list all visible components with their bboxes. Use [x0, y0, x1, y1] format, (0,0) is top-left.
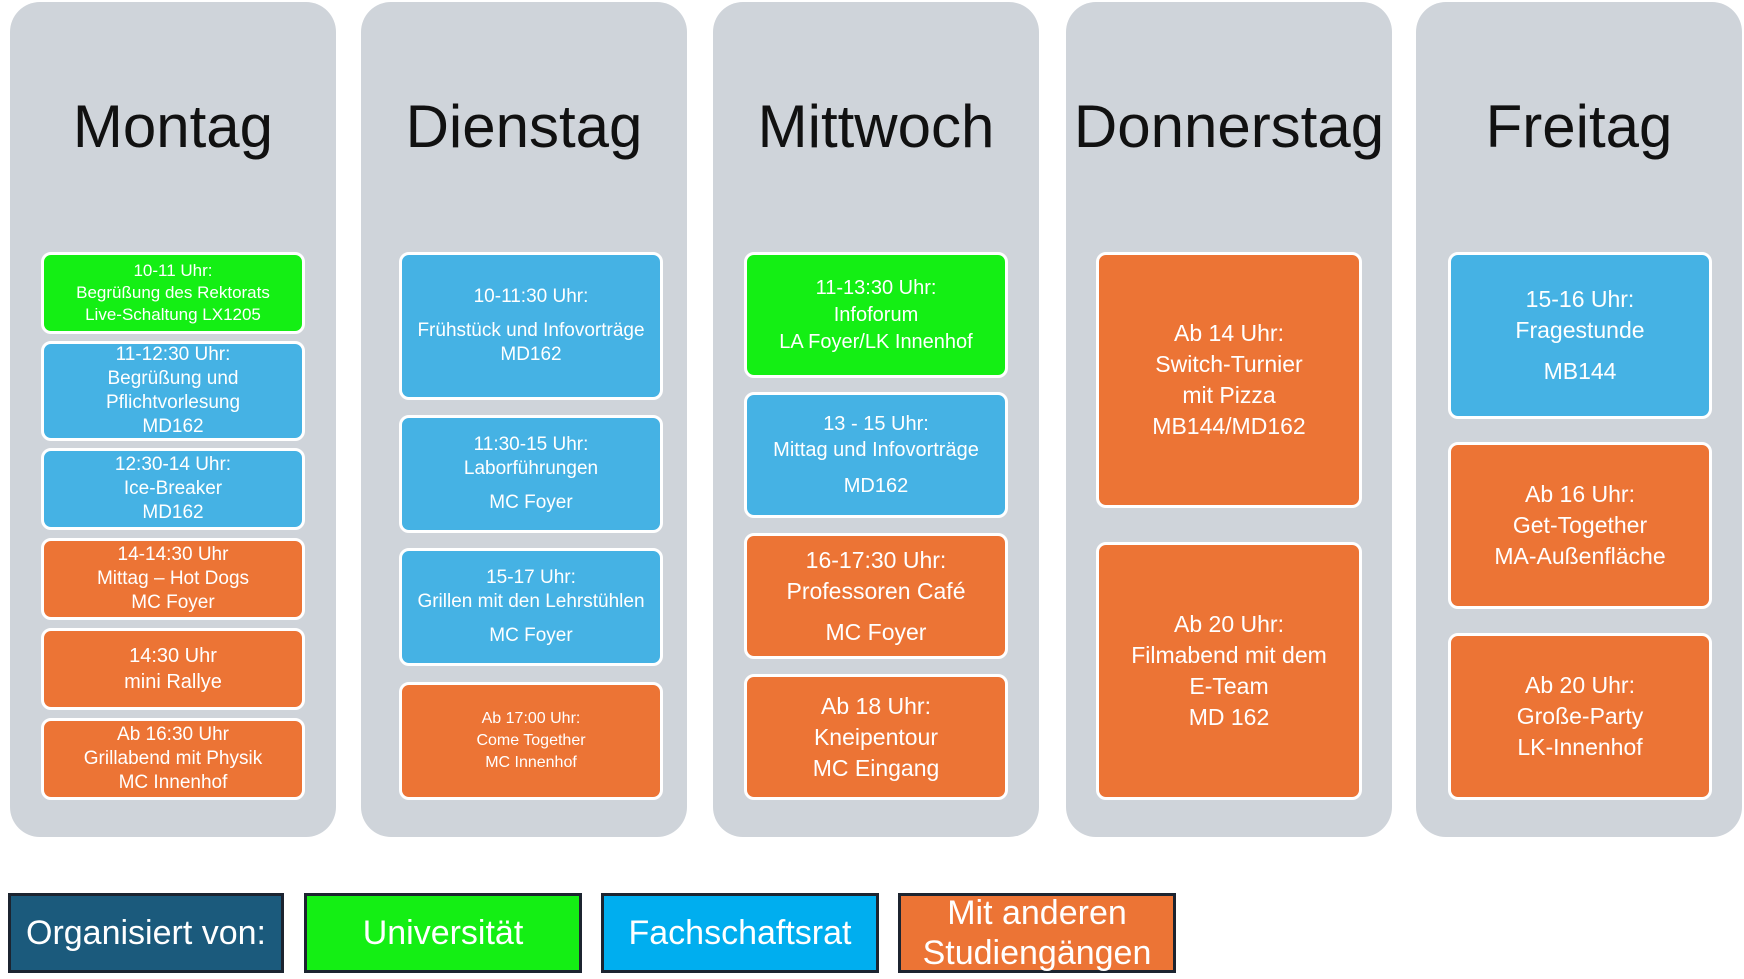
event-line: 14-14:30 Uhr: [117, 544, 229, 565]
event-line: Ab 14 Uhr:: [1174, 320, 1284, 346]
event-line: Mittag und Infovorträge: [773, 439, 979, 461]
event-card: 14:30 Uhr mini Rallye: [41, 628, 305, 710]
event-card: Ab 18 Uhr: Kneipentour MC Eingang: [744, 674, 1008, 800]
legend-other-programs: Mit anderen Studiengängen: [898, 893, 1176, 973]
event-line: Ab 17:00 Uhr:: [481, 710, 581, 727]
day-title: Montag: [72, 93, 274, 160]
event-line: Grillabend mit Physik: [83, 748, 263, 769]
event-line: LA Foyer/LK Innenhof: [779, 330, 973, 353]
event-line: MD162: [142, 502, 204, 523]
event-line: MC Foyer: [825, 618, 927, 645]
day-title: Freitag: [1485, 93, 1673, 160]
event-line: 10-11 Uhr:: [133, 261, 213, 280]
event-card: Ab 17:00 Uhr: Come Together MC Innenhof: [399, 682, 663, 800]
event-line: Kneipentour: [813, 723, 939, 750]
event-line: Pflichtvorlesung: [105, 392, 241, 413]
day-column-donnerstag: Donnerstag Ab 14 Uhr: Switch-Turnier mit P…: [1066, 2, 1392, 837]
event-line: Live-Schaltung LX1205: [85, 305, 261, 324]
day-column-dienstag: Dienstag 10-11:30 Uhr: Frühstück und Info…: [361, 2, 687, 837]
event-line: MC Foyer: [489, 625, 573, 646]
event-line: Ab 20 Uhr:: [1525, 672, 1635, 698]
legend-label-text: Organisiert von:: [26, 914, 266, 952]
event-line: 10-11:30 Uhr:: [473, 286, 589, 307]
legend-student-council-text: Fachschaftsrat: [628, 914, 852, 952]
day-column-mittwoch: Mittwoch 11-13:30 Uhr: Infoforum LA Foyer/…: [713, 2, 1039, 837]
day-title: Mittwoch: [757, 93, 995, 160]
event-line: Ab 20 Uhr:: [1174, 611, 1284, 637]
event-line: Begrüßung und: [107, 368, 239, 389]
event-line: MD162: [142, 416, 204, 437]
event-line: MC Foyer: [489, 492, 573, 513]
legend-student-council: Fachschaftsrat: [601, 893, 879, 973]
event-line: LK-Innenhof: [1517, 734, 1643, 760]
event-line: MA-Außenfläche: [1494, 543, 1666, 569]
event-line: 16-17:30 Uhr:: [805, 546, 947, 573]
day-title: Dienstag: [405, 93, 643, 160]
event-line: 12:30-14 Uhr:: [114, 454, 232, 475]
event-line: E-Team: [1189, 673, 1269, 699]
event-line: Come Together: [476, 732, 586, 749]
event-line: Laborführungen: [463, 458, 599, 479]
event-line: Ab 18 Uhr:: [821, 692, 931, 719]
event-line: 15-16 Uhr:: [1525, 286, 1635, 312]
day-title: Donnerstag: [1073, 93, 1385, 160]
legend-university: Universität: [304, 893, 582, 973]
event-line: Ab 16:30 Uhr: [117, 724, 229, 745]
event-line: Ice-Breaker: [123, 478, 223, 499]
event-line: MD162: [843, 475, 909, 497]
event-card: 16-17:30 Uhr: Professoren Café MC Foyer: [744, 533, 1008, 659]
event-line: Große-Party: [1516, 703, 1644, 729]
day-column-montag: Montag 10-11 Uhr: Begrüßung des Rektorats…: [10, 2, 336, 837]
event-line: MD 162: [1188, 704, 1270, 730]
event-line: MB144/MD162: [1152, 413, 1306, 439]
legend-other-programs-line: Studiengängen: [922, 934, 1152, 972]
event-line: MC Innenhof: [118, 772, 228, 793]
event-line: MC Foyer: [131, 592, 215, 613]
event-line: Begrüßung des Rektorats: [76, 283, 270, 302]
event-line: MD162: [500, 344, 562, 365]
event-line: mit Pizza: [1182, 382, 1276, 408]
legend-label: Organisiert von:: [8, 893, 284, 973]
event-line: Mittag – Hot Dogs: [96, 568, 250, 589]
event-line: Ab 16 Uhr:: [1525, 481, 1635, 507]
event-line: MC Eingang: [812, 754, 940, 781]
event-line: 11-12:30 Uhr:: [115, 344, 231, 365]
event-line: 11-13:30 Uhr:: [815, 276, 937, 299]
event-line: Get-Together: [1512, 512, 1648, 538]
event-line: 14:30 Uhr: [129, 645, 217, 667]
event-line: Professoren Café: [786, 577, 966, 604]
legend-other-programs-line: Mit anderen: [947, 894, 1127, 932]
event-line: mini Rallye: [124, 671, 222, 693]
event-line: MB144: [1543, 358, 1617, 384]
event-line: Frühstück und Infovorträge: [417, 320, 645, 341]
event-line: Infoforum: [833, 303, 919, 326]
event-line: Filmabend mit dem: [1131, 642, 1327, 668]
event-card: 15-17 Uhr: Grillen mit den Lehrstühlen MC …: [399, 548, 663, 666]
event-line: 15-17 Uhr:: [486, 567, 576, 588]
event-card: 11:30-15 Uhr: Laborführungen MC Foyer: [399, 415, 663, 533]
event-line: MC Innenhof: [485, 754, 577, 771]
event-card: 11-13:30 Uhr: Infoforum LA Foyer/LK Innenh…: [744, 252, 1008, 378]
event-line: 13 - 15 Uhr:: [823, 413, 929, 435]
event-line: 11:30-15 Uhr:: [473, 434, 589, 455]
event-line: Grillen mit den Lehrstühlen: [417, 591, 645, 612]
event-line: Fragestunde: [1515, 317, 1645, 343]
legend-university-text: Universität: [362, 914, 524, 952]
event-line: Switch-Turnier: [1155, 351, 1303, 377]
